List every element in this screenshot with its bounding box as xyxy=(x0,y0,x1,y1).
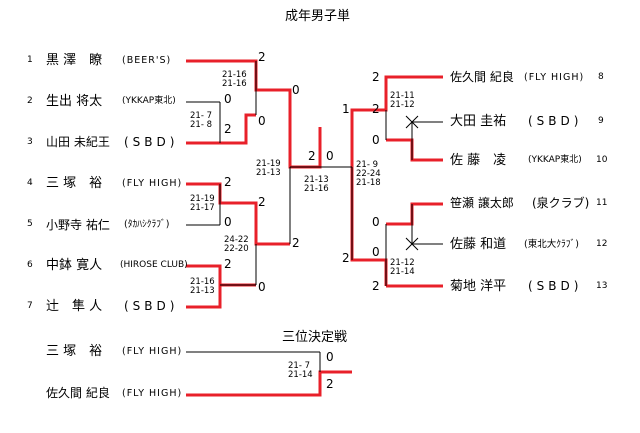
third-place-result-1: 0 xyxy=(326,350,334,364)
result-final-left: 2 xyxy=(308,149,316,163)
score-semi-right: 21- 9 22-24 21-18 xyxy=(356,160,381,188)
player-5-club: (ﾀｶﾊｼｸﾗﾌﾞ) xyxy=(124,219,170,230)
result-qf-9: 0 xyxy=(372,133,380,147)
player-7-number: 7 xyxy=(27,301,33,311)
player-2-club: (YKKAP東北) xyxy=(122,96,176,106)
player-2-name: 生出 将太 xyxy=(46,94,103,109)
score-match-8-10: 21-11 21-12 xyxy=(390,91,415,110)
player-7-club: (SBD) xyxy=(124,299,179,313)
player-1-name: 黒 澤 瞭 xyxy=(46,53,103,68)
player-8-club: (FLY HIGH) xyxy=(524,72,585,83)
player-12-club: (東北大ｸﾗﾌﾞ) xyxy=(524,239,579,250)
player-3-club: (SBD) xyxy=(124,135,179,149)
result-r2-6: 0 xyxy=(258,280,266,294)
walkover-mark-9 xyxy=(405,115,419,129)
player-2-number: 2 xyxy=(27,96,33,106)
result-final-right: 0 xyxy=(326,149,334,163)
result-sf-bottom: 2 xyxy=(342,251,350,265)
player-8-name: 佐久間 紀良 xyxy=(450,70,514,84)
player-5-number: 5 xyxy=(27,219,33,229)
loser-paths xyxy=(186,61,443,372)
score-match-6-7: 21-16 21-13 xyxy=(190,277,215,296)
walkover-mark-12 xyxy=(405,237,419,251)
player-3-name: 山田 未紀王 xyxy=(46,135,110,149)
player-11-number: 11 xyxy=(596,198,608,208)
third-place-player-1-name: 三 塚 裕 xyxy=(46,344,103,359)
player-10-name: 佐 藤 凌 xyxy=(450,153,507,168)
player-10-number: 10 xyxy=(596,155,608,165)
third-place-title: 三位決定戦 xyxy=(282,330,348,345)
third-place-score: 21- 7 21-14 xyxy=(288,361,313,380)
result-r1-top: 0 xyxy=(224,92,232,106)
player-11-name: 笹瀬 譲太郎 xyxy=(450,196,514,210)
winner-path-4 xyxy=(186,182,290,246)
winner-path-10 xyxy=(386,138,443,162)
third-place-player-1-club: (FLY HIGH) xyxy=(122,346,183,357)
result-sf-left-top: 0 xyxy=(292,83,300,97)
score-semi-left: 21-19 21-13 xyxy=(256,159,281,178)
result-qf-13: 2 xyxy=(372,279,380,293)
bracket-title: 成年男子単 xyxy=(285,9,351,24)
player-12-name: 佐藤 和道 xyxy=(450,237,507,252)
result-qf-8: 2 xyxy=(372,70,380,84)
player-6-name: 中鉢 寛人 xyxy=(46,258,103,273)
score-match-4-6: 24-22 22-20 xyxy=(224,235,249,254)
result-qf-12: 0 xyxy=(372,245,380,259)
player-10-club: (YKKAP東北) xyxy=(528,155,582,165)
player-8-number: 8 xyxy=(598,72,604,82)
score-match-11-13: 21-12 21-14 xyxy=(390,258,415,277)
player-13-club: (SBD) xyxy=(528,279,583,293)
winner-path-7 xyxy=(186,285,222,309)
result-r1-5: 0 xyxy=(224,215,232,229)
player-9-number: 9 xyxy=(598,116,604,126)
third-place-player-2-club: (FLY HIGH) xyxy=(122,388,183,399)
player-13-name: 菊地 洋平 xyxy=(450,279,507,294)
player-1-number: 1 xyxy=(27,55,33,65)
player-4-name: 三 塚 裕 xyxy=(46,176,103,191)
winner-path-third xyxy=(186,370,352,397)
player-6-club: (HIROSE CLUB) xyxy=(120,260,188,270)
score-match-2-3: 21- 7 21- 8 xyxy=(190,111,212,130)
player-5-name: 小野寺 祐仁 xyxy=(46,218,110,232)
player-4-number: 4 xyxy=(27,178,33,188)
score-match-4-5: 21-19 21-17 xyxy=(190,194,215,213)
winner-path-3 xyxy=(186,113,256,145)
score-final: 21-13 21-16 xyxy=(304,175,329,194)
result-r1-bottom: 2 xyxy=(224,122,232,136)
player-7-name: 辻 隼 人 xyxy=(46,299,103,314)
result-sf-top: 1 xyxy=(342,102,350,116)
walkover-marks xyxy=(405,115,419,251)
result-r2-4: 2 xyxy=(258,195,266,209)
player-9-name: 大田 圭祐 xyxy=(450,114,507,129)
player-3-number: 3 xyxy=(27,137,33,147)
player-12-number: 12 xyxy=(596,239,608,249)
score-match-1-2: 21-16 21-16 xyxy=(222,70,247,89)
result-qf-11: 0 xyxy=(372,215,380,229)
player-13-number: 13 xyxy=(596,281,608,291)
result-r1-6: 2 xyxy=(224,257,232,271)
result-r2-top: 2 xyxy=(258,50,266,64)
player-11-club: (泉クラブ) xyxy=(532,196,590,210)
player-4-club: (FLY HIGH) xyxy=(122,178,183,189)
player-6-number: 6 xyxy=(27,260,33,270)
third-place-player-2-name: 佐久間 紀良 xyxy=(46,386,110,400)
result-qf-10: 2 xyxy=(372,102,380,116)
result-sf-left-bottom: 2 xyxy=(292,236,300,250)
third-place-result-2: 2 xyxy=(326,377,334,391)
result-r2-top-b: 0 xyxy=(258,114,266,128)
winner-path-11 xyxy=(386,202,443,226)
result-r1-4: 2 xyxy=(224,175,232,189)
player-1-club: (BEER'S) xyxy=(122,55,172,66)
player-9-club: (SBD) xyxy=(528,114,583,128)
